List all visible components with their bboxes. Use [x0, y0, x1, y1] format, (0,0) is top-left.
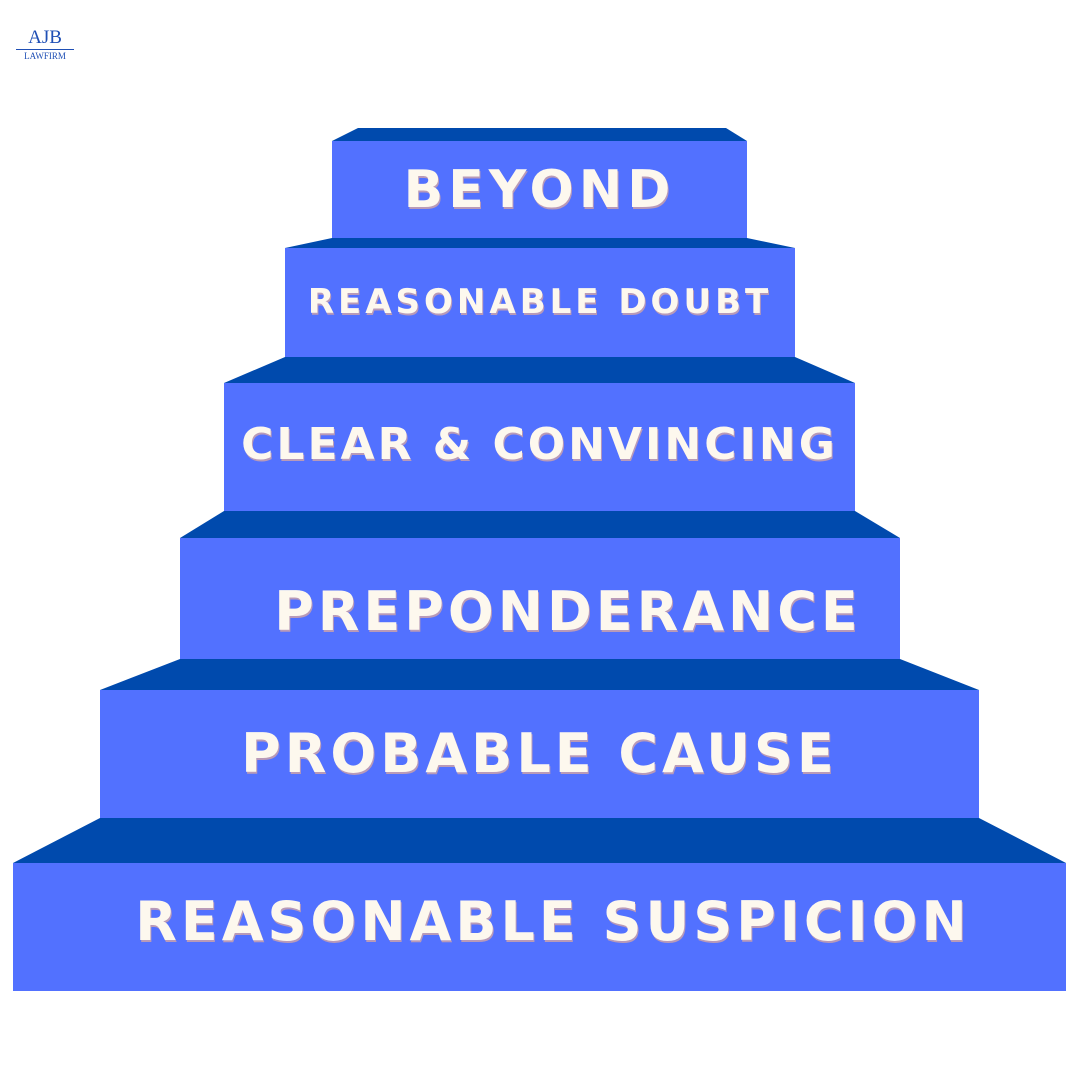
step-label-probable-cause: PROBABLE CAUSE: [241, 722, 838, 785]
step-6-front: [13, 863, 1066, 991]
logo-title: AJB: [28, 27, 62, 48]
ajb-lawfirm-logo: AJB LAWFIRM: [16, 28, 74, 61]
step-2-front: [285, 248, 795, 357]
step-5-tread: [100, 659, 979, 690]
step-label-preponderance: PREPONDERANCE: [274, 580, 862, 643]
step-4-tread: [180, 511, 900, 538]
step-label-reasonable-doubt: REASONABLE DOUBT: [307, 282, 773, 322]
step-4-front: [180, 538, 900, 659]
step-label-beyond: BEYOND: [403, 160, 676, 220]
step-1-tread: [332, 128, 747, 141]
step-3-tread: [224, 357, 855, 383]
step-label-reasonable-suspicion: REASONABLE SUSPICION: [135, 890, 971, 953]
step-3-front: [224, 383, 855, 511]
logo-subtitle: LAWFIRM: [24, 51, 66, 61]
step-1-front: [332, 141, 747, 238]
step-5-front: [100, 690, 979, 818]
step-2-tread: [285, 238, 795, 248]
step-label-clear-and-convincing: CLEAR & CONVINCING: [241, 419, 838, 470]
logo-divider: [16, 49, 74, 50]
step-6-tread: [13, 818, 1066, 863]
